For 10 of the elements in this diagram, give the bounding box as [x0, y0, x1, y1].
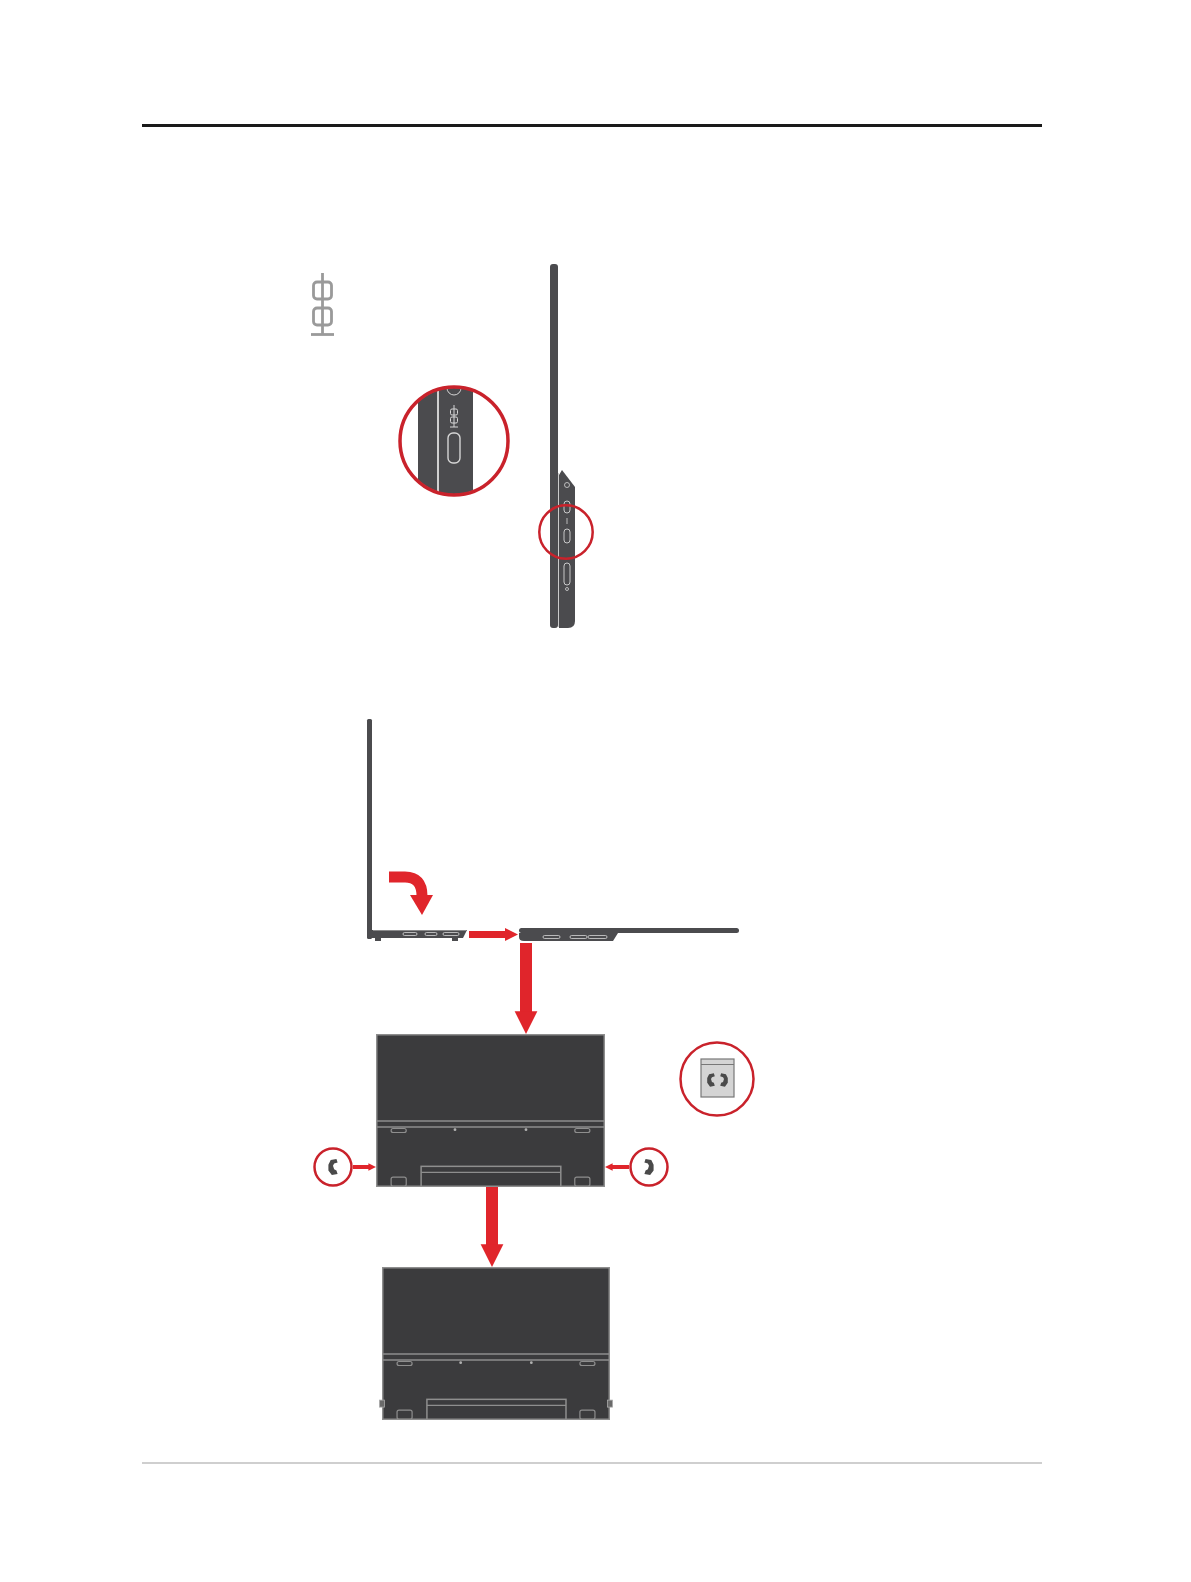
part-detail-drawing [629, 1147, 669, 1187]
folded-monitor-drawing [366, 718, 469, 943]
arrow [605, 1163, 629, 1171]
arrow [514, 943, 538, 1034]
monitor-back-drawing [379, 1267, 613, 1420]
flat-monitor-drawing [518, 926, 740, 943]
arrow [353, 1163, 376, 1171]
part-detail-drawing [313, 1147, 353, 1187]
monitor-back-drawing [376, 1034, 605, 1187]
arrow [480, 1187, 504, 1267]
